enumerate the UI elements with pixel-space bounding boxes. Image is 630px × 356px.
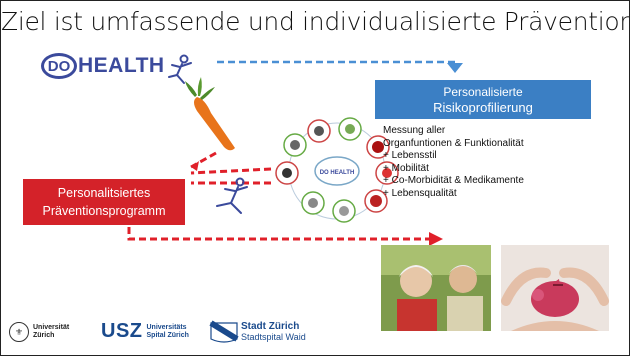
red-arrow-head [429, 232, 443, 246]
stadt-zuerich-logo: Stadt Zürich Stadtspital Waid [211, 321, 306, 343]
usz-logo: USZ Universitäts Spital Zürich [101, 320, 189, 343]
sz-line1: Stadt Zürich [241, 321, 300, 332]
prevention-program-line1: Personalitsiertes [57, 186, 151, 200]
sz-line2: Stadtspital Waid [241, 332, 306, 342]
uzh-logo: ⚜ Universität Zürich [9, 322, 69, 342]
list-item: Organfuntionen & Funktionalität [383, 137, 524, 149]
uzh-line1: Universität [33, 324, 70, 331]
uzh-line2: Zürich [33, 332, 55, 339]
runner-icon [216, 177, 248, 214]
list-item: + Lebensqualität [383, 187, 457, 199]
risk-profiling-line1: Personalisierte [443, 85, 523, 99]
usz-line1: Universitäts [146, 323, 187, 331]
red-dashed-arrows [127, 151, 431, 241]
risk-profiling-line2: Risikoprofilierung [433, 100, 533, 115]
blue-dashed-arrow [217, 60, 463, 73]
usz-line2: Spital Zürich [146, 331, 189, 339]
logo-do-circle: DO [41, 53, 77, 79]
stadt-zuerich-flag-icon [209, 320, 239, 343]
uzh-seal-icon: ⚜ [9, 322, 29, 342]
logo-runner-icon [168, 54, 192, 84]
hub-label: DO HEALTH [320, 170, 355, 176]
risk-profiling-box: Personalisierte Risikoprofilierung [375, 80, 591, 119]
slide-title: Ziel ist umfassende und individualisiert… [1, 7, 630, 36]
photo-piggy-bank [501, 245, 609, 331]
list-item: + Lebensstil [383, 150, 437, 161]
do-health-logo: DO HEALTH [41, 53, 165, 79]
photo-elderly-couple [381, 245, 491, 331]
list-item: + Mobilität [383, 162, 429, 174]
prevention-program-line2: Präventionsprogramm [42, 204, 166, 218]
carrot-icon [185, 77, 235, 151]
usz-acronym: USZ [101, 320, 143, 342]
red-arrow-head-small [191, 161, 199, 171]
footer-logos: ⚜ Universität Zürich USZ Universitäts Sp… [1, 317, 381, 347]
prevention-program-box: Personalitsiertes Präventionsprogramm [23, 179, 185, 225]
list-item: + Co-Morbidität & Medikamente [383, 175, 524, 186]
measurement-list: Messung aller Organfuntionen & Funktiona… [383, 125, 524, 200]
logo-health-word: HEALTH [78, 54, 165, 77]
list-item: Messung aller [383, 125, 446, 136]
organ-hub-diagram: DO HEALTH [275, 117, 399, 223]
